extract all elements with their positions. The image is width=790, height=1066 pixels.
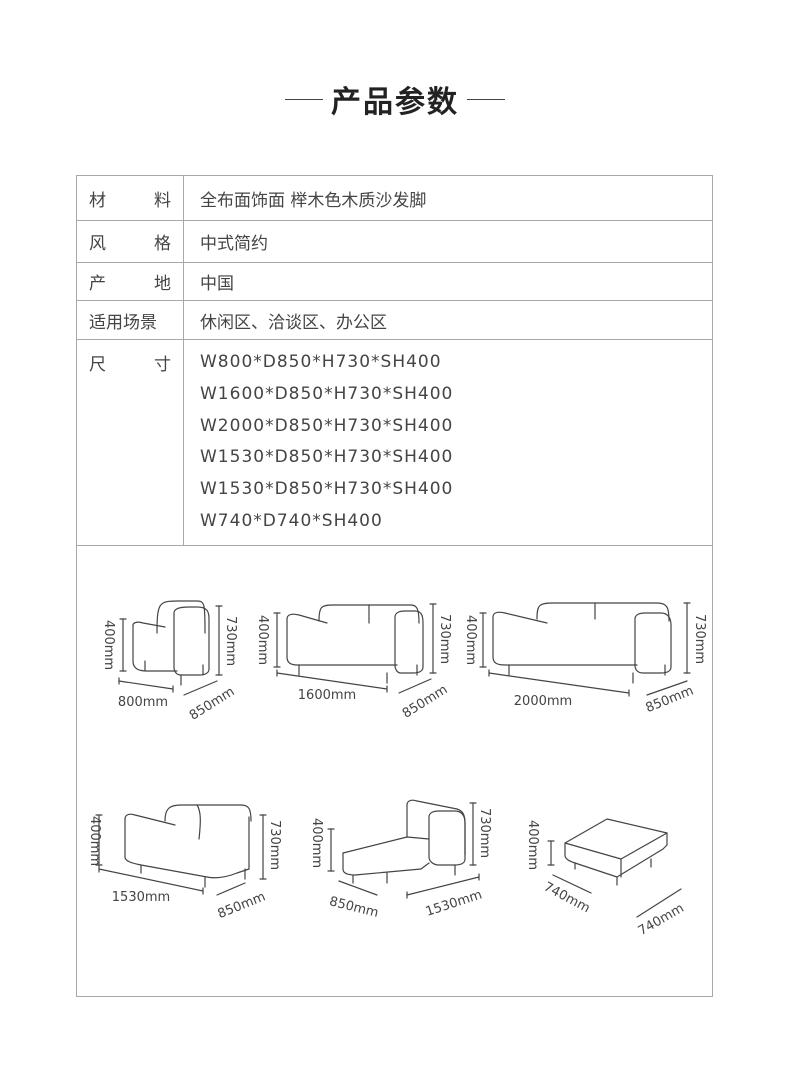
armless-depth-label: 850mm — [216, 889, 268, 922]
dimension-diagrams-svg: 400mm 730mm 800mm 850mm 400mm 730mm 1600… — [87, 600, 707, 939]
double-total-height-label: 730mm — [437, 614, 452, 664]
size-line: W1530*D850*H730*SH400 — [200, 479, 454, 500]
double-seat-height-label: 400mm — [255, 615, 270, 665]
spec-row-material: 材料 全布面饰面 榉木色木质沙发脚 — [77, 176, 712, 221]
chaise-depth-label: 850mm — [328, 894, 380, 921]
spec-value-scene: 休闲区、洽谈区、办公区 — [200, 312, 387, 333]
title-right-rule — [467, 98, 505, 100]
ottoman-depth-label: 740mm — [636, 901, 687, 939]
armless-total-height-label: 730mm — [267, 820, 282, 870]
chaise-width-label: 1530mm — [424, 888, 484, 920]
spec-label-material: 材料 — [77, 176, 184, 220]
triple-depth-label: 850mm — [644, 683, 696, 716]
armless-sofa-drawing — [95, 804, 267, 896]
triple-total-height-label: 730mm — [692, 614, 707, 664]
spec-value-style: 中式简约 — [200, 234, 268, 254]
single-width-label: 800mm — [118, 695, 168, 710]
triple-seat-height-label: 400mm — [463, 615, 478, 665]
single-seat-height-label: 400mm — [101, 620, 116, 670]
spec-label-size: 尺寸 — [77, 340, 184, 545]
title-left-rule — [285, 98, 323, 100]
spec-table: 材料 全布面饰面 榉木色木质沙发脚 风格 中式简约 产地 中国 适用场景 休闲区… — [76, 175, 713, 546]
size-line: W1530*D850*H730*SH400 — [200, 447, 454, 468]
triple-width-label: 2000mm — [514, 694, 572, 709]
armless-width-label: 1530mm — [112, 890, 170, 905]
spec-value-material: 全布面饰面 榉木色木质沙发脚 — [200, 190, 427, 211]
ottoman-seat-height-label: 400mm — [525, 820, 540, 870]
spec-label-style: 风格 — [77, 221, 184, 262]
spec-value-origin: 中国 — [200, 274, 234, 294]
single-sofa-drawing — [118, 600, 223, 696]
size-line: W2000*D850*H730*SH400 — [200, 415, 454, 436]
double-sofa-drawing — [273, 603, 437, 694]
size-line: W1600*D850*H730*SH400 — [200, 383, 454, 404]
chaise-total-height-label: 730mm — [477, 808, 492, 858]
size-line: W740*D740*SH400 — [200, 510, 383, 531]
single-total-height-label: 730mm — [223, 616, 238, 666]
armless-seat-height-label: 400mm — [87, 816, 102, 866]
section-header: 产品参数 — [0, 76, 790, 122]
ottoman-width-label: 740mm — [541, 880, 592, 917]
chaise-seat-height-label: 400mm — [309, 818, 324, 868]
spec-row-scene: 适用场景 休闲区、洽谈区、办公区 — [77, 301, 712, 340]
double-depth-label: 850mm — [400, 682, 450, 721]
spec-value-size: W800*D850*H730*SH400 W1600*D850*H730*SH4… — [184, 340, 712, 545]
double-width-label: 1600mm — [298, 688, 356, 703]
page-title: 产品参数 — [331, 85, 459, 120]
size-line: W800*D850*H730*SH400 — [200, 352, 442, 372]
chaise-sofa-drawing — [327, 799, 480, 899]
spec-label-origin: 产地 — [77, 263, 184, 300]
spec-row-origin: 产地 中国 — [77, 263, 712, 301]
spec-label-scene: 适用场景 — [77, 301, 184, 339]
ottoman-drawing — [547, 818, 682, 918]
triple-sofa-drawing — [479, 602, 691, 697]
spec-row-style: 风格 中式简约 — [77, 221, 712, 263]
spec-row-size: 尺寸 W800*D850*H730*SH400 W1600*D850*H730*… — [77, 340, 712, 545]
dimension-diagrams: 400mm 730mm 800mm 850mm 400mm 730mm 1600… — [76, 543, 713, 997]
